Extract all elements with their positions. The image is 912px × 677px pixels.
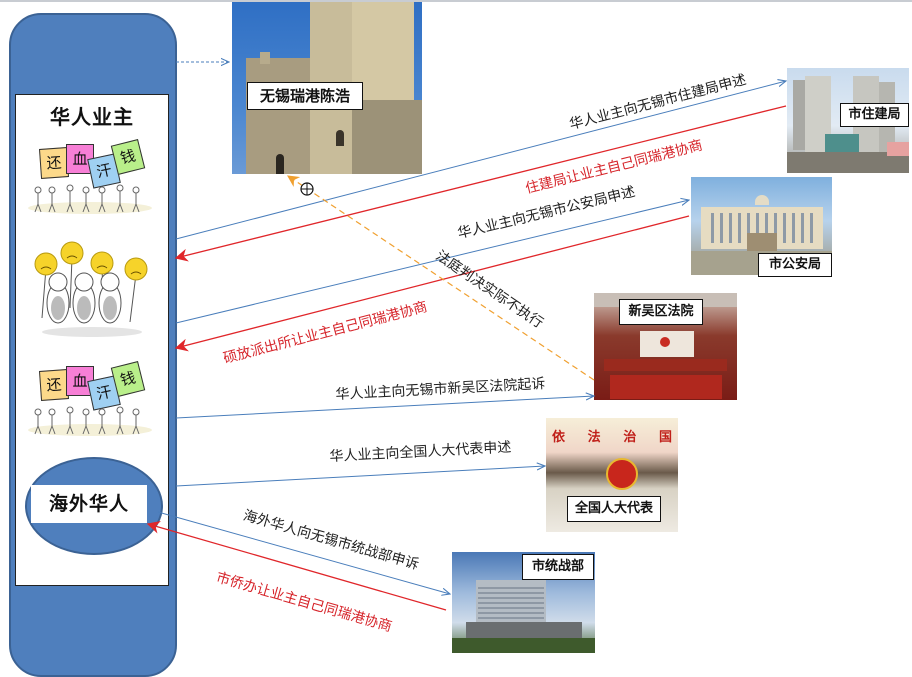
edge-from-overseas-office (146, 520, 447, 611)
edge-to-police (175, 200, 689, 324)
united-front-label: 市统战部 (522, 554, 594, 580)
stick-figures-icon (34, 406, 140, 435)
protest-signs-illustration-2: 还 血 汗 钱 (28, 361, 152, 438)
edge-to-court (175, 396, 594, 419)
overseas-chinese-label: 海外华人 (31, 485, 147, 523)
npc-label: 全国人大代表 (567, 496, 661, 522)
banner-char: 依 (552, 430, 566, 445)
connector-lines (146, 0, 912, 611)
developer-label: 无锡瑞港陈浩 (247, 82, 363, 110)
edge-to-npc (175, 466, 545, 487)
owners-title: 华人业主 (50, 105, 134, 129)
edge-court-to-developer (287, 175, 595, 381)
sad-faces-illustration (34, 241, 148, 337)
crosshair-icon (300, 182, 314, 196)
edge-from-housing (174, 105, 787, 262)
banner-char: 治 (623, 430, 637, 445)
stick-figures-icon (34, 184, 140, 213)
edge-to-united-front (157, 511, 450, 594)
banner-char: 法 (587, 430, 601, 445)
edge-from-police (174, 215, 690, 352)
npc-banner: 依 法 治 国 (552, 426, 672, 445)
edge-to-housing (175, 81, 786, 240)
court-label: 新吴区法院 (619, 299, 703, 325)
banner-char: 国 (658, 430, 672, 445)
housing-bureau-label: 市住建局 (840, 103, 909, 127)
police-bureau-label: 市公安局 (758, 253, 832, 277)
top-border (0, 0, 912, 2)
protest-signs-illustration-1: 还 血 汗 钱 (28, 139, 152, 216)
